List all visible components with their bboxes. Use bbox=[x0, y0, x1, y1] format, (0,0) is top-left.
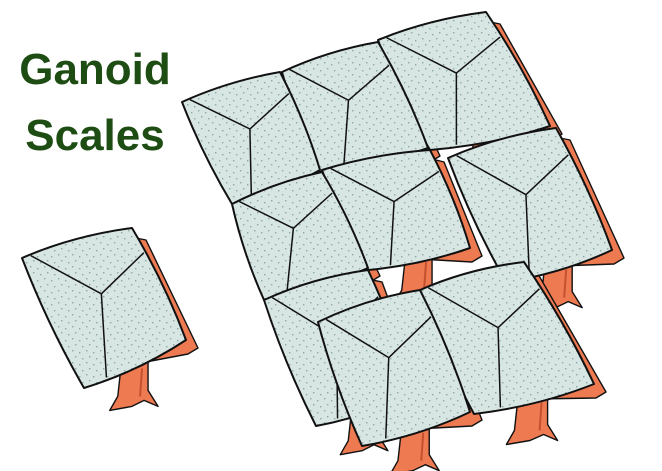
scale-single bbox=[22, 228, 186, 388]
scales-layer bbox=[22, 12, 612, 446]
